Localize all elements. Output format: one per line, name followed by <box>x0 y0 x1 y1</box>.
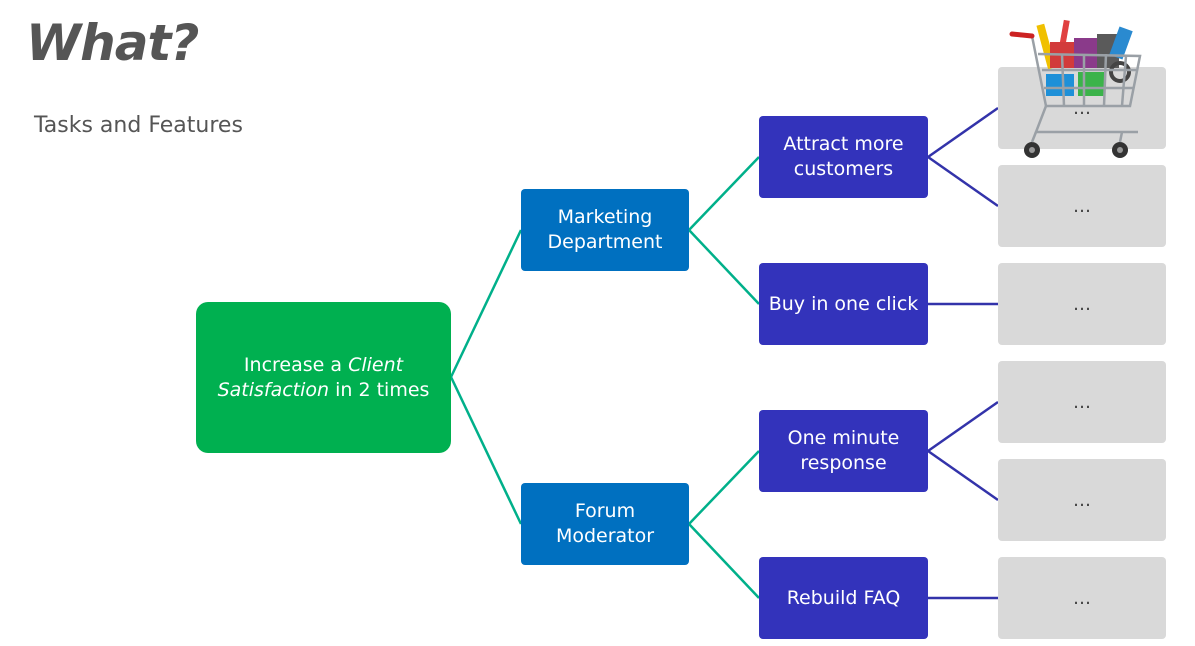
page-title: What? <box>26 14 199 72</box>
root-text-after: in 2 times <box>329 378 430 401</box>
link-attract-leaf1 <box>927 106 999 159</box>
node-line: One minute <box>787 427 900 449</box>
link-marketing-buy <box>688 229 760 305</box>
root-text-before: Increase a <box>243 353 349 376</box>
link-marketing-attract <box>688 156 760 231</box>
node-line: response <box>800 452 887 474</box>
node-buy-one-click: Buy in one click <box>759 263 928 345</box>
link-root-forum <box>449 376 523 525</box>
node-line: customers <box>793 158 894 180</box>
node-line: Moderator <box>555 525 655 547</box>
node-line: Rebuild FAQ <box>786 586 901 609</box>
node-attract-customers: Attract more customers <box>759 116 928 198</box>
root-text-em2: Satisfaction <box>217 378 330 401</box>
link-response-leaf5 <box>927 449 999 502</box>
leaf-node: … <box>998 361 1166 443</box>
node-line: Forum <box>574 500 636 522</box>
shopping-cart-icon <box>1009 19 1142 158</box>
node-one-minute-response: One minute response <box>759 410 928 492</box>
root-node: Increase a Client Satisfaction in 2 time… <box>196 302 451 453</box>
page-subtitle: Tasks and Features <box>34 113 243 138</box>
node-line: Attract more <box>783 133 904 155</box>
node-line: Buy in one click <box>768 292 919 315</box>
link-response-leaf4 <box>927 400 999 453</box>
node-line: Marketing <box>557 206 653 228</box>
link-forum-faq <box>688 523 760 599</box>
leaf-node: … <box>998 263 1166 345</box>
node-rebuild-faq: Rebuild FAQ <box>759 557 928 639</box>
link-forum-response <box>688 450 760 525</box>
root-text-em1: Client <box>348 353 404 376</box>
node-line: Department <box>547 231 663 253</box>
leaf-node: … <box>998 165 1166 247</box>
leaf-node: … <box>998 557 1166 639</box>
link-root-marketing <box>449 229 523 378</box>
leaf-node: … <box>998 459 1166 541</box>
link-attract-leaf2 <box>927 155 999 208</box>
